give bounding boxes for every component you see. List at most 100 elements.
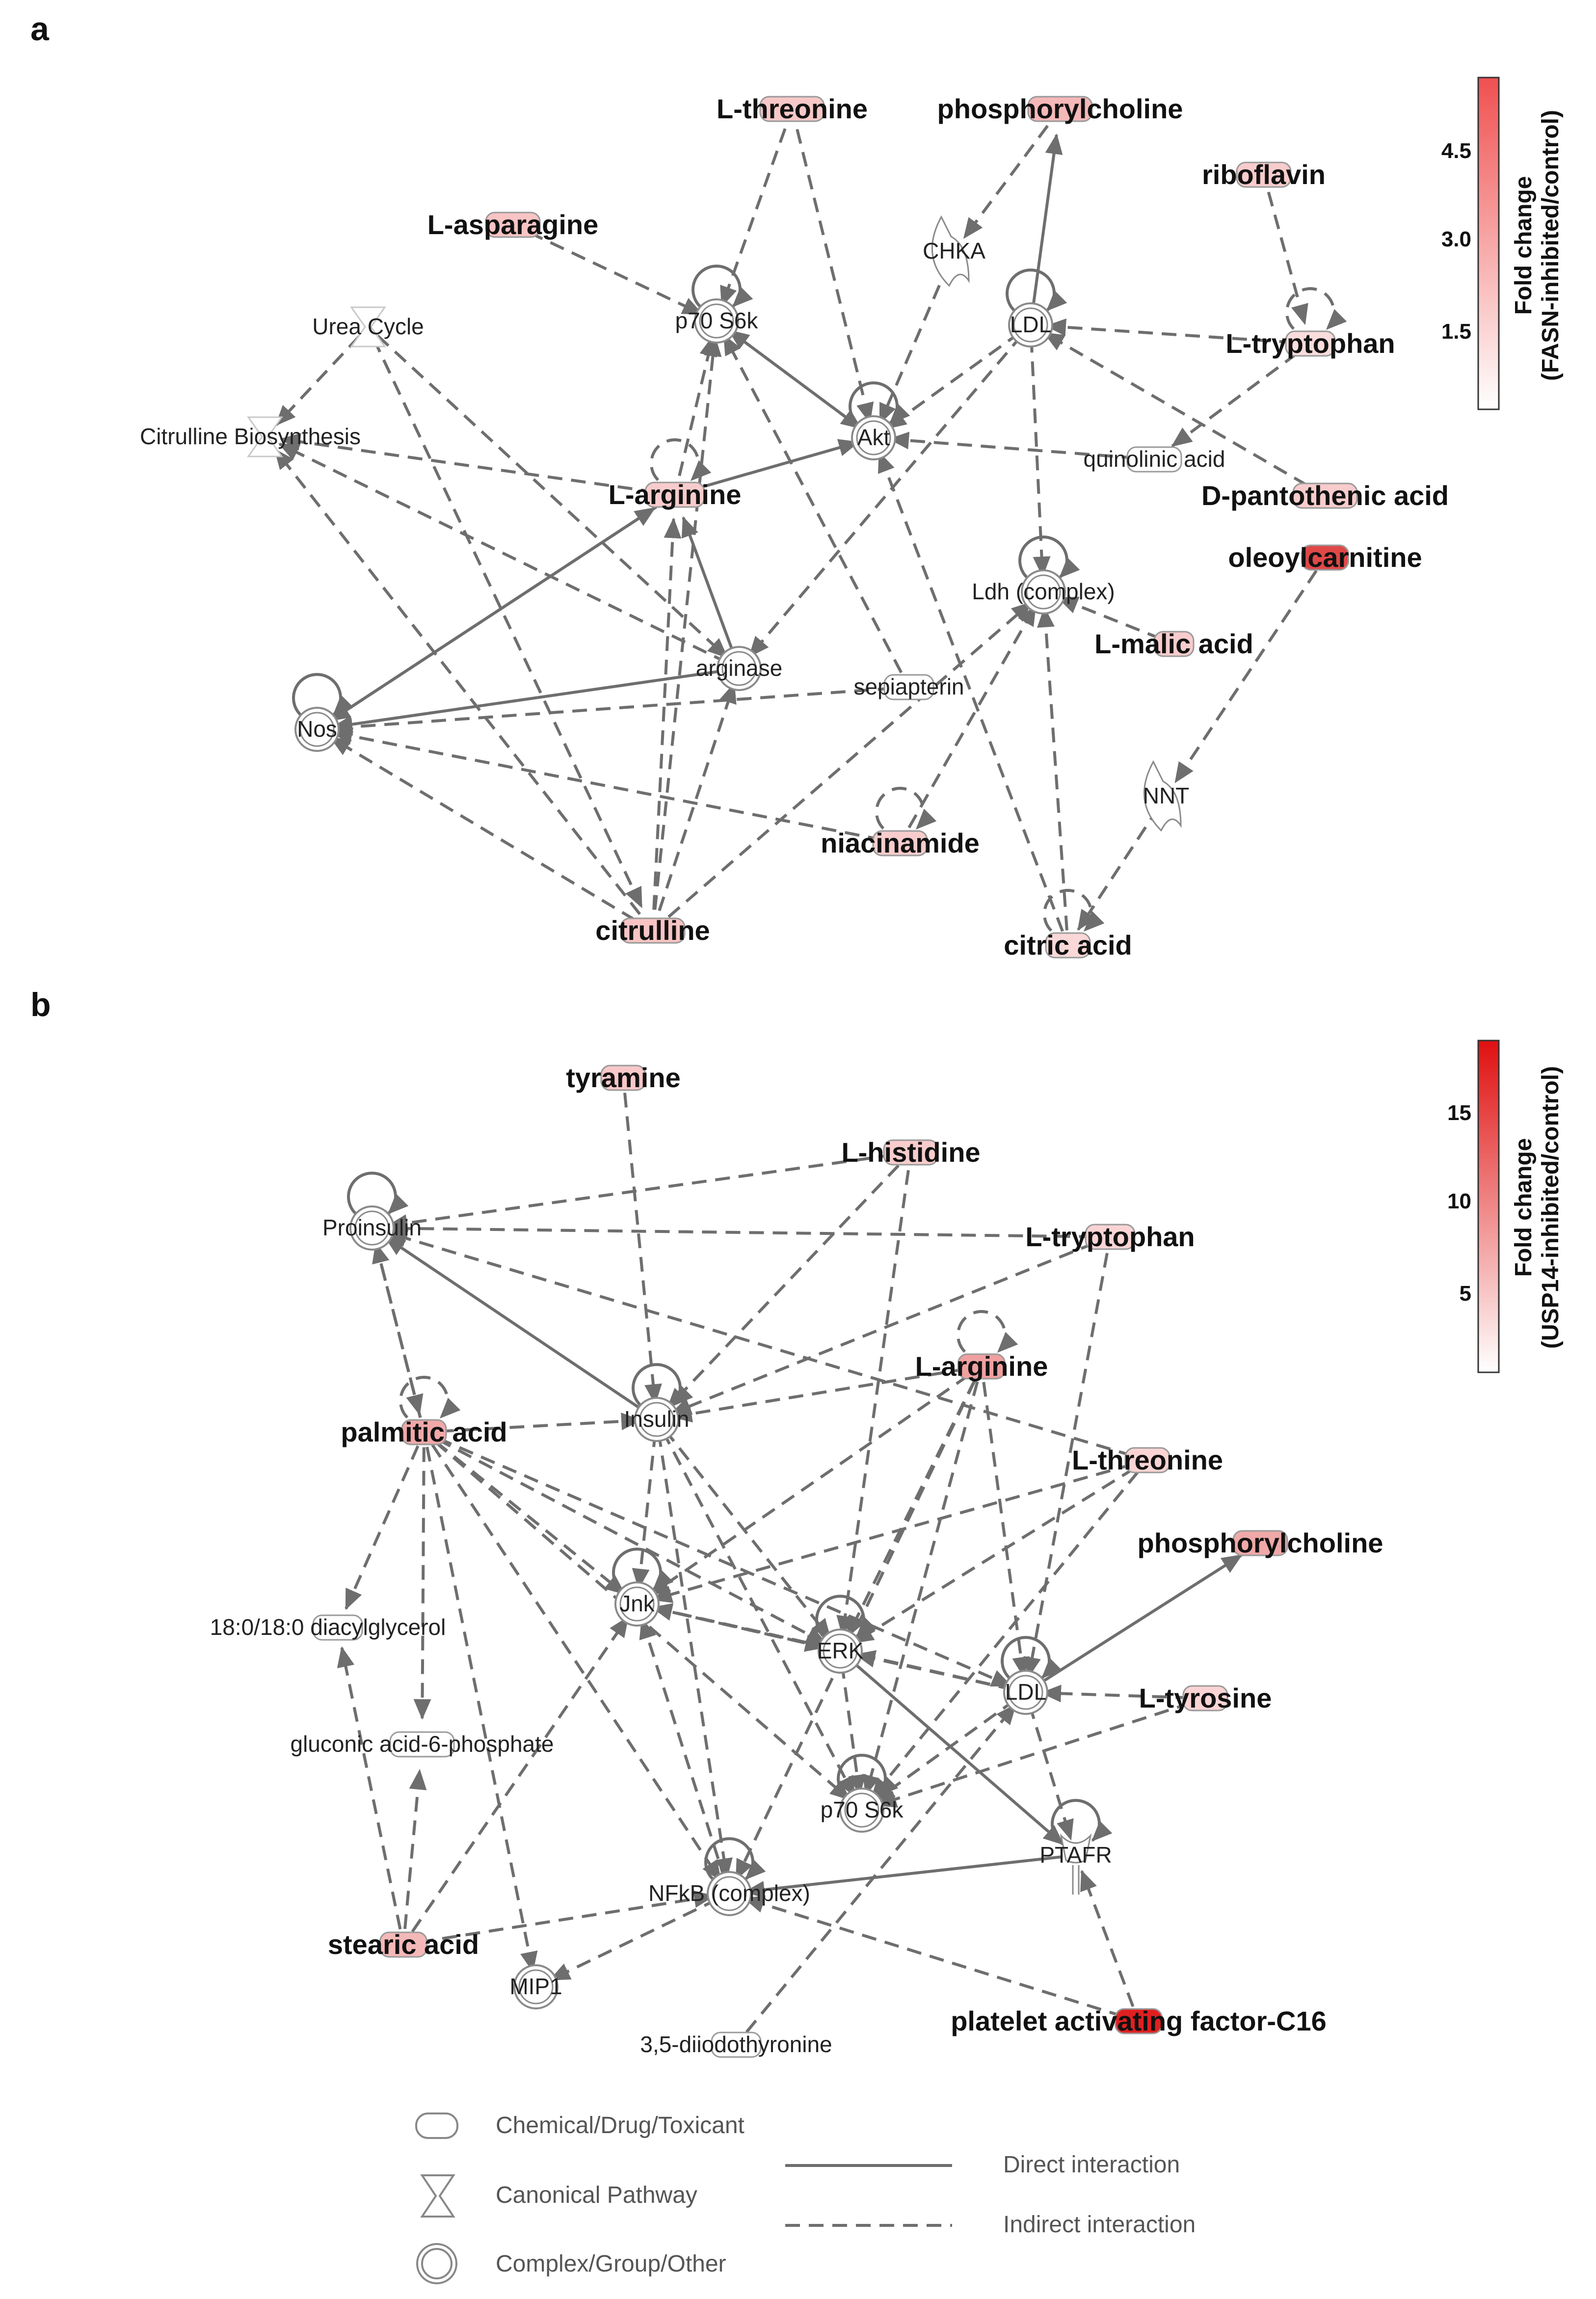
node-ldh: Ldh (complex) [972,569,1115,615]
colorbar-usp14-tick-mid: 10 [1447,1189,1471,1213]
node-label-thr2: L-threonine [1072,1444,1223,1475]
legend-indirect-label: Indirect interaction [1003,2212,1196,2238]
edge-citr-to-argase [658,682,737,911]
node-arg2: L-arginine [915,1351,1048,1382]
edge-argase-to-arg [681,516,736,657]
node-label-glu: gluconic acid-6-phosphate [290,1731,554,1757]
colorbar-usp14: 15 10 5 Fold change (USP14-inhibited/con… [1447,1040,1564,1373]
node-proins: Proinsulin [322,1205,422,1251]
edge-urea-to-citbio [275,335,361,427]
chemical-shape-icon [759,96,825,122]
complex-inner-ring-icon [844,1792,879,1828]
node-citbio: Citrulline Biosynthesis [140,416,361,457]
chemical-shape-icon [389,1731,455,1758]
edge-pant-to-ldl [1043,332,1308,487]
edge-nfkb-to-mip1 [549,1898,718,1981]
self-loop-nia [875,787,937,830]
edge-stear-to-glu [403,1769,427,1929]
node-nfkb: NFkB (complex) [648,1871,810,1916]
complex-shape-icon [694,298,739,344]
edge-sep-to-p70 [722,334,903,673]
node-mip1: MIP1 [509,1964,562,2009]
self-loop-ldl2 [1001,1636,1063,1679]
node-diiodo: 3,5-diiodothyronine [640,2032,832,2058]
chemical-shape-icon [312,1614,363,1641]
edge-arg-to-p70 [678,335,717,477]
colorbar-fasn-title-2: (FASN-inhibited/control) [1538,110,1564,381]
complex-shape-icon [1003,1670,1048,1715]
edge-trp2-to-ins [670,1241,1095,1415]
node-label-urea: Urea Cycle [312,314,424,339]
node-label-ins: Insulin [624,1406,690,1432]
node-ldl: LDL [1008,302,1053,348]
colorbar-usp14-title-2: (USP14-inhibited/control) [1538,1066,1564,1349]
node-cit: citric acid [1004,930,1132,961]
edge-nia-to-nos [331,727,883,841]
node-jnk: Jnk [614,1581,660,1627]
chemical-shape-icon [883,1139,939,1166]
edge-his-to-ins [666,1164,900,1409]
edge-thr-to-akt [796,129,874,424]
node-label-ldh: Ldh (complex) [972,579,1115,604]
receptor-stem-icon [1072,1865,1080,1895]
node-label-palm: palmitic acid [341,1417,507,1447]
node-label-ldl: LDL [1010,312,1051,337]
node-label-p702: p70 S6k [821,1797,904,1822]
edge-thr2-to-p702 [871,1470,1140,1799]
edge-palm-to-ins [439,1412,642,1433]
node-label-trp: L-tryptophan [1225,328,1395,359]
edge-paf-to-ptafr [1080,1870,1135,2007]
chemical-shape-icon [600,1065,646,1091]
complex-inner-ring-icon [856,420,891,455]
self-loop-arg2 [957,1310,1018,1353]
edge-arg-to-akt [693,439,860,491]
edge-cit-to-akt [878,451,1064,932]
legend-pathway-icon [420,2174,455,2218]
edge-his-to-proins [386,1153,894,1232]
edge-palm-to-erk [436,1438,827,1645]
edge-argase-to-nos [331,668,727,733]
legend-direct-label: Direct interaction [1003,2152,1180,2178]
edge-arg2-to-erk [846,1380,976,1638]
complex-inner-ring-icon [712,1876,747,1911]
colorbar-fasn-tick-high: 4.5 [1441,139,1471,163]
legend-chemical-label: Chemical/Drug/Toxicant [496,2112,745,2139]
node-tyrosine: L-tyrosine [1139,1683,1272,1713]
node-mal: L-malic acid [1094,628,1253,659]
node-sep: sepiapterin [853,674,964,700]
chemical-shape-icon [1115,2008,1163,2034]
colorbar-usp14-tick-high: 15 [1447,1101,1471,1125]
node-asn: L-asparagine [427,209,599,240]
pathway-shape-icon [247,416,283,457]
self-loop-ldl [1006,268,1067,312]
chemical-shape-icon [644,481,705,508]
node-label-nia: niacinamide [821,828,980,858]
chemical-shape-icon [1182,1685,1228,1711]
complex-shape-icon [513,1964,559,2009]
colorbar-usp14-tick-low: 5 [1460,1282,1471,1306]
self-loop-nfkb [704,1837,766,1880]
complex-inner-ring-icon [299,712,335,747]
self-loop-akt [849,381,910,425]
complex-inner-ring-icon [1013,307,1048,343]
edge-p70-to-akt [726,327,862,429]
node-label-nnt: NNT [1143,783,1190,808]
edge-urea-to-citr [372,338,643,909]
node-thr2: L-threonine [1072,1444,1223,1475]
complex-shape-icon [839,1788,884,1833]
node-label-akt: Akt [857,425,890,450]
edge-arg-to-nos [329,504,660,722]
self-loop-erk [815,1595,877,1638]
complex-shape-icon [1008,302,1053,348]
legend-chemical-icon [415,2112,458,2139]
edge-thr2-to-proins [386,1230,1134,1458]
edge-tyrosine-to-p702 [876,1701,1192,1808]
node-label-stear: stearic acid [328,1929,479,1960]
node-label-quin: quinolinic acid [1084,446,1225,472]
complex-inner-ring-icon [823,1633,858,1669]
edge-paf-to-nfkb [743,1896,1124,2018]
chemical-shape-icon [620,917,686,944]
complex-shape-icon [818,1629,863,1674]
complex-inner-ring-icon [619,1586,655,1622]
